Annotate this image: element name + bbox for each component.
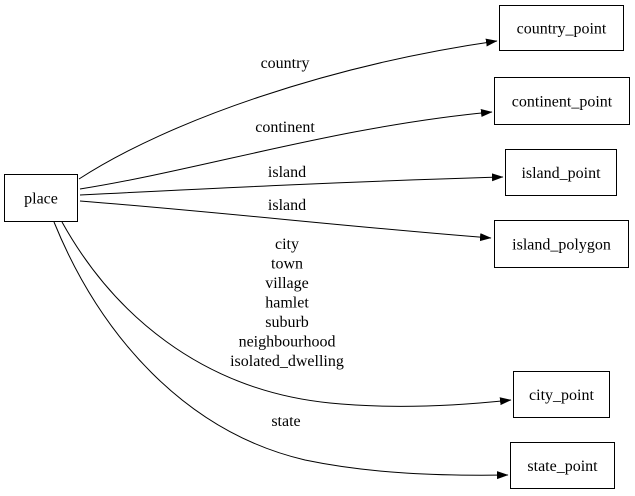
- edge-label-city-group: city town village hamlet suburb neighbou…: [230, 236, 344, 370]
- edge-place-state_point: [53, 221, 509, 480]
- edge-label-continent: continent: [255, 119, 315, 136]
- node-country-point-box: [499, 5, 624, 51]
- node-place-box: [4, 174, 78, 222]
- node-state-point-box: [510, 442, 615, 489]
- edge-label-island-point: island: [268, 164, 306, 181]
- edge-label-hamlet: hamlet: [265, 295, 309, 312]
- edge-label-suburb: suburb: [265, 314, 309, 331]
- node-city-point-label: city_point: [529, 387, 594, 404]
- edge-place-country_point: [78, 38, 498, 180]
- edge-label-country: country: [261, 55, 310, 72]
- node-island-polygon-label: island_polygon: [512, 237, 611, 254]
- edge-label-neighbourhood: neighbourhood: [239, 334, 336, 351]
- node-state-point: state_point: [510, 442, 615, 489]
- edge-place-continent_point: [79, 109, 493, 190]
- node-state-point-label: state_point: [527, 458, 598, 475]
- node-island-point: island_point: [505, 149, 617, 196]
- node-island-point-label: island_point: [521, 165, 601, 182]
- node-country-point: country_point: [499, 5, 624, 51]
- edge-label-city: city: [275, 236, 299, 253]
- node-city-point-box: [513, 371, 610, 418]
- edge-label-isolated-dwelling: isolated_dwelling: [230, 353, 344, 370]
- node-place: place: [4, 174, 78, 222]
- edge-label-island-polygon: island: [268, 197, 306, 214]
- node-island-point-box: [505, 149, 617, 196]
- node-island-polygon-box: [494, 220, 629, 268]
- node-continent-point: continent_point: [494, 77, 630, 125]
- edge-place-island_point: [79, 173, 504, 196]
- edge-place-island_polygon: [79, 200, 492, 242]
- edge-label-village: village: [265, 275, 309, 292]
- edge-label-town: town: [271, 256, 303, 273]
- node-continent-point-box: [494, 77, 630, 125]
- node-island-polygon: island_polygon: [494, 220, 629, 268]
- edge-place-city_point: [61, 221, 512, 407]
- node-city-point: city_point: [513, 371, 610, 418]
- node-continent-point-label: continent_point: [512, 94, 613, 111]
- edge-label-state: state: [271, 413, 300, 430]
- node-place-label: place: [24, 191, 58, 208]
- node-country-point-label: country_point: [517, 21, 607, 38]
